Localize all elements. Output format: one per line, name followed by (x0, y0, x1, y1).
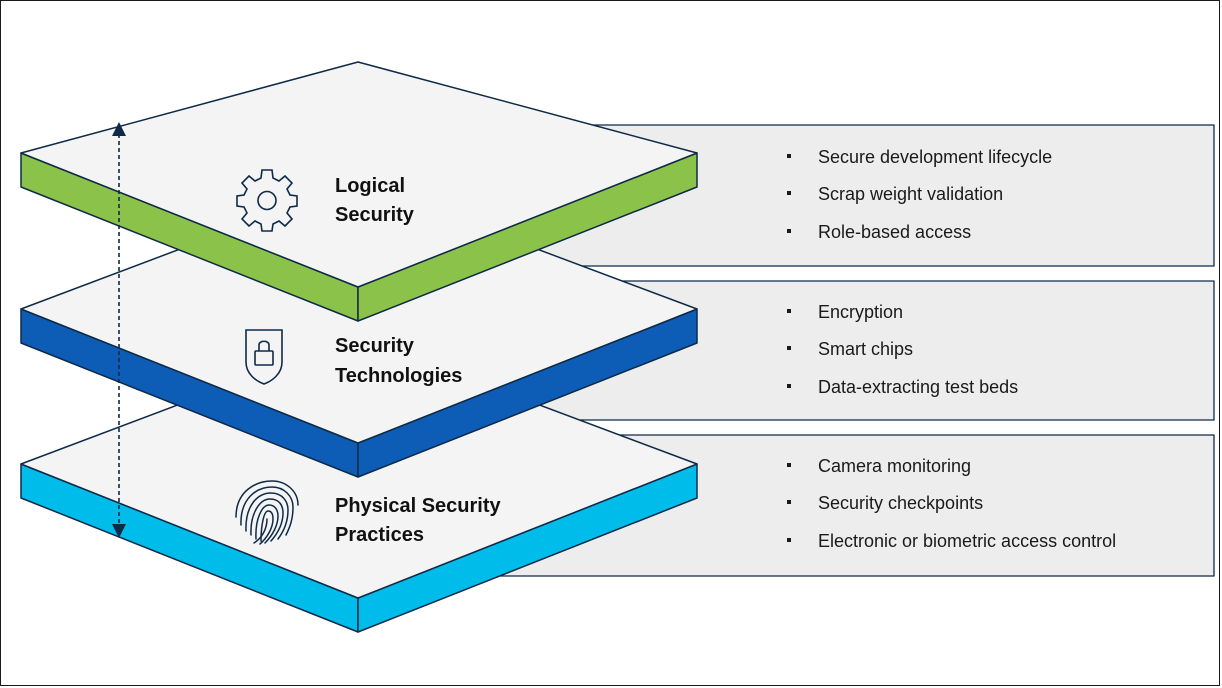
gear-icon (236, 169, 298, 232)
layer-logical-title-line1: Logical (335, 175, 405, 197)
panel-physical-list: Camera monitoring Security checkpoints E… (787, 456, 1116, 551)
bullet-marker (787, 500, 791, 504)
layer-logical (20, 61, 698, 322)
list-item: Camera monitoring (818, 456, 971, 476)
list-item: Security checkpoints (818, 493, 983, 513)
list-item: Role-based access (818, 222, 971, 242)
list-item: Smart chips (818, 339, 913, 359)
layer-logical-title-line2: Security (335, 204, 415, 226)
list-item: Scrap weight validation (818, 184, 1003, 204)
bullet-marker (787, 154, 791, 158)
list-item: Secure development lifecycle (818, 147, 1052, 167)
bullet-marker (787, 463, 791, 467)
arrow-head-down (112, 524, 126, 538)
layer-technologies-title-line1: Security (335, 335, 415, 357)
bullet-marker (787, 346, 791, 350)
bullet-marker (787, 384, 791, 388)
panel-technologies-list: Encryption Smart chips Data-extracting t… (787, 302, 1018, 397)
bullet-marker (787, 191, 791, 195)
layer-logical-top (20, 61, 698, 288)
bullet-marker (787, 309, 791, 313)
shield-lock-icon (245, 329, 283, 385)
layer-technologies-title-line2: Technologies (335, 365, 462, 387)
double-arrow (112, 122, 126, 538)
arrow-head-up (112, 122, 126, 136)
layer-physical-title-line1: Physical Security (335, 495, 502, 517)
fingerprint-icon (235, 480, 299, 545)
list-item: Data-extracting test beds (818, 377, 1018, 397)
panel-logical-list: Secure development lifecycle Scrap weigh… (787, 147, 1052, 242)
bullet-marker (787, 538, 791, 542)
list-item: Electronic or biometric access control (818, 531, 1116, 551)
list-item: Encryption (818, 302, 903, 322)
layer-physical-title-line2: Practices (335, 524, 424, 546)
bullet-marker (787, 229, 791, 233)
